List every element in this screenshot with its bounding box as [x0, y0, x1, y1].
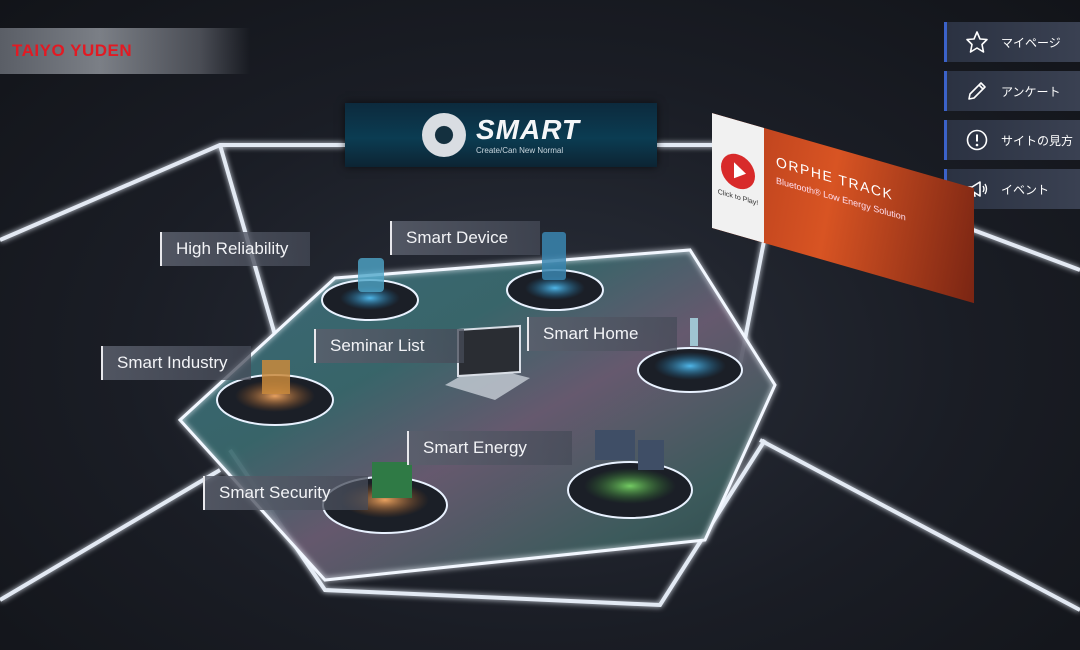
booth-high-reliability-pedestal[interactable]: [321, 258, 419, 321]
booth-label-smart-security[interactable]: Smart Security: [203, 476, 368, 510]
nav-item-mypage[interactable]: マイページ: [944, 22, 1080, 62]
booth-smart-device-pedestal[interactable]: [506, 232, 604, 311]
click-to-play-label: Click to Play!: [717, 188, 759, 208]
smart-logo-icon: [421, 113, 466, 157]
smart-banner[interactable]: SMART Create/Can New Normal: [345, 103, 657, 167]
booth-label-smart-industry[interactable]: Smart Industry: [101, 346, 251, 380]
click-to-play-button[interactable]: Click to Play!: [712, 113, 764, 243]
nav-label-survey: アンケート: [1001, 84, 1061, 99]
play-icon: [721, 149, 755, 194]
smart-banner-subtitle: Create/Can New Normal: [475, 145, 564, 155]
pencil-icon: [968, 82, 986, 100]
booth-label-high-reliability[interactable]: High Reliability: [160, 232, 310, 266]
booth-label-seminar-list[interactable]: Seminar List: [314, 329, 464, 363]
nav-label-site-guide: サイトの見方: [1001, 133, 1074, 148]
booth-label-smart-device[interactable]: Smart Device: [390, 221, 540, 255]
info-icon: [966, 129, 988, 151]
smart-banner-title: SMART: [475, 113, 581, 145]
booth-seminar-list-pedestal[interactable]: [445, 324, 530, 400]
booth-smart-home-pedestal[interactable]: [637, 318, 743, 393]
booth-smart-industry-pedestal[interactable]: [216, 360, 334, 426]
booth-label-smart-home[interactable]: Smart Home: [527, 317, 677, 351]
star-icon: [966, 31, 988, 53]
brand-logo-bar: TAIYO YUDEN: [0, 28, 250, 74]
booth-smart-energy-pedestal[interactable]: [567, 430, 693, 519]
nav-item-survey[interactable]: アンケート: [944, 71, 1080, 111]
nav-label-event: イベント: [1001, 182, 1050, 197]
right-nav: マイページ アンケート サイトの見方 イベント: [944, 22, 1080, 218]
nav-item-site-guide[interactable]: サイトの見方: [944, 120, 1080, 160]
nav-label-mypage: マイページ: [1001, 35, 1061, 50]
brand-logo: TAIYO YUDEN: [12, 41, 133, 60]
booth-label-smart-energy[interactable]: Smart Energy: [407, 431, 572, 465]
